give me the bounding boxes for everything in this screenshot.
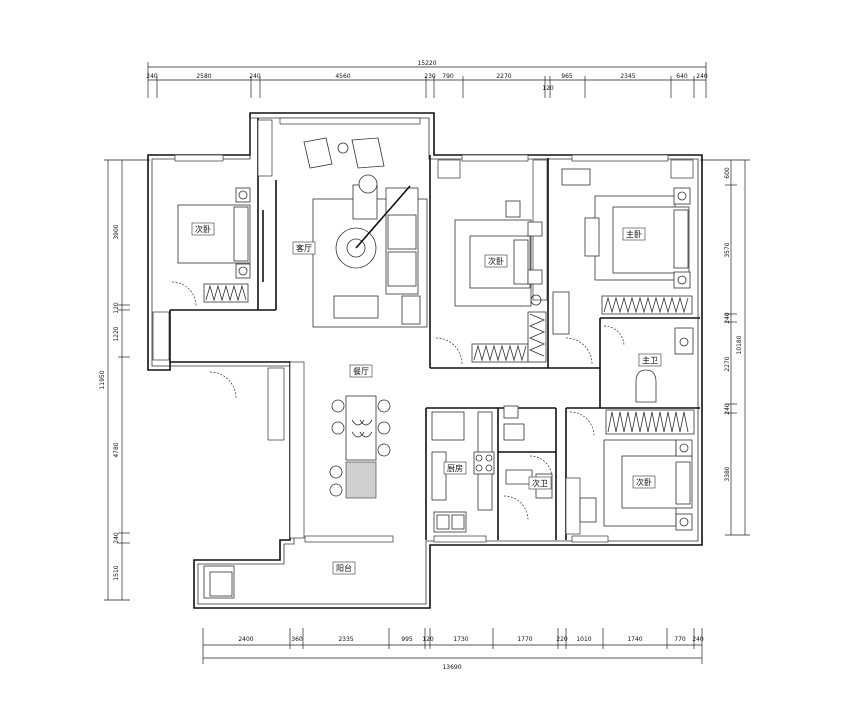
right-total-dim: 10180 — [736, 335, 743, 354]
top-dim: 2580 — [196, 73, 211, 80]
doors — [171, 281, 625, 521]
dining-furniture — [329, 395, 391, 499]
counter — [431, 411, 465, 441]
top-dim: 240 — [249, 73, 261, 80]
window — [571, 154, 669, 162]
window — [461, 154, 529, 162]
room-label-balcony: 阳台 — [336, 563, 352, 573]
room-label-second-bath: 次卫 — [532, 478, 548, 488]
right-dimension-chain: 600 3570 240 2270 240 3380 10180 — [700, 159, 750, 536]
sink — [503, 423, 525, 441]
sink — [674, 327, 694, 355]
room-label-dining: 餐厅 — [353, 367, 369, 376]
sofa — [385, 187, 419, 295]
window — [257, 119, 273, 177]
window — [571, 535, 609, 543]
left-dim: 4780 — [113, 442, 120, 457]
right-dim: 600 — [724, 167, 731, 179]
room-label-master-bath: 主卫 — [642, 355, 658, 365]
window — [279, 117, 421, 125]
window — [433, 535, 487, 543]
left-dim: 240 — [113, 532, 120, 544]
right-dim: 2270 — [724, 356, 731, 371]
living-room-furniture — [303, 137, 428, 328]
bottom-dim: 2400 — [238, 636, 253, 643]
bottom-total-dim: 13690 — [442, 664, 461, 671]
top-dim: 120 — [542, 85, 554, 92]
window — [174, 154, 224, 162]
room-label-master-bedroom: 主卧 — [626, 229, 642, 239]
top-dim: 2345 — [620, 73, 635, 80]
center-bedroom-furniture — [454, 200, 547, 363]
top-dim: 2270 — [496, 73, 511, 80]
left-dim: 3900 — [113, 224, 120, 239]
bottom-dim: 1740 — [627, 636, 642, 643]
top-dim: 965 — [561, 73, 573, 80]
window — [267, 367, 285, 441]
right-dim: 3570 — [724, 242, 731, 257]
top-total-dim: 15220 — [417, 60, 436, 67]
window — [437, 159, 461, 179]
kitchen-fixtures — [431, 411, 495, 533]
window — [304, 535, 394, 543]
top-dim: 230 — [424, 73, 436, 80]
room-label-bedroom-left: 次卧 — [195, 224, 211, 234]
stove — [473, 451, 495, 475]
right-dim: 240 — [724, 403, 731, 415]
bottom-dim: 360 — [291, 636, 303, 643]
bottom-dim: 1730 — [453, 636, 468, 643]
interior-walls — [169, 118, 700, 540]
toilet — [505, 469, 533, 485]
left-dim: 1220 — [113, 326, 120, 341]
right-dim: 3380 — [724, 466, 731, 481]
window — [152, 311, 170, 361]
bottom-dim: 770 — [674, 636, 686, 643]
master-bath-fixtures — [605, 327, 695, 435]
room-label-bedroom-center: 次卧 — [488, 256, 504, 266]
window — [670, 159, 694, 179]
toilet — [635, 369, 657, 403]
room-label-living: 客厅 — [296, 243, 312, 253]
left-bedroom-furniture — [177, 187, 264, 303]
outer-walls — [147, 112, 703, 609]
armchair — [351, 137, 385, 169]
bottom-dim: 1010 — [576, 636, 591, 643]
top-dimension-chain: 15220 240 2580 240 4560 230 790 2270 120… — [146, 60, 708, 98]
window — [565, 477, 581, 535]
top-dim: 790 — [442, 73, 454, 80]
left-total-dim: 11950 — [99, 370, 106, 389]
room-label-kitchen: 厨房 — [447, 463, 463, 473]
top-dim: 4560 — [335, 73, 350, 80]
bottom-dim: 1770 — [517, 636, 532, 643]
master-bedroom-furniture — [552, 168, 693, 335]
left-dim: 120 — [113, 302, 120, 314]
right-dim: 240 — [724, 312, 731, 324]
top-dim: 240 — [696, 73, 708, 80]
bottom-dim: 995 — [401, 636, 413, 643]
top-dim: 640 — [676, 73, 688, 80]
room-labels: 次卧 客厅 次卧 主卧 主卫 餐厅 厨房 次卫 次卧 阳台 — [191, 222, 662, 575]
left-dimension-chain: 11950 3900 120 1220 4780 240 1510 — [99, 159, 150, 601]
dining-table — [345, 395, 377, 461]
sink — [433, 511, 467, 533]
bottom-dim: 240 — [692, 636, 704, 643]
bottom-dim: 2335 — [338, 636, 353, 643]
bottom-dim: 220 — [556, 636, 568, 643]
left-dim: 1510 — [113, 565, 120, 580]
balcony-furniture — [203, 565, 235, 599]
room-label-bedroom-bottom: 次卧 — [636, 477, 652, 487]
top-dim: 240 — [146, 73, 158, 80]
bottom-dim: 120 — [422, 636, 434, 643]
bottom-dimension-chain: 2400 360 2335 995 120 1730 1770 220 1010… — [202, 628, 704, 671]
armchair — [303, 137, 333, 169]
